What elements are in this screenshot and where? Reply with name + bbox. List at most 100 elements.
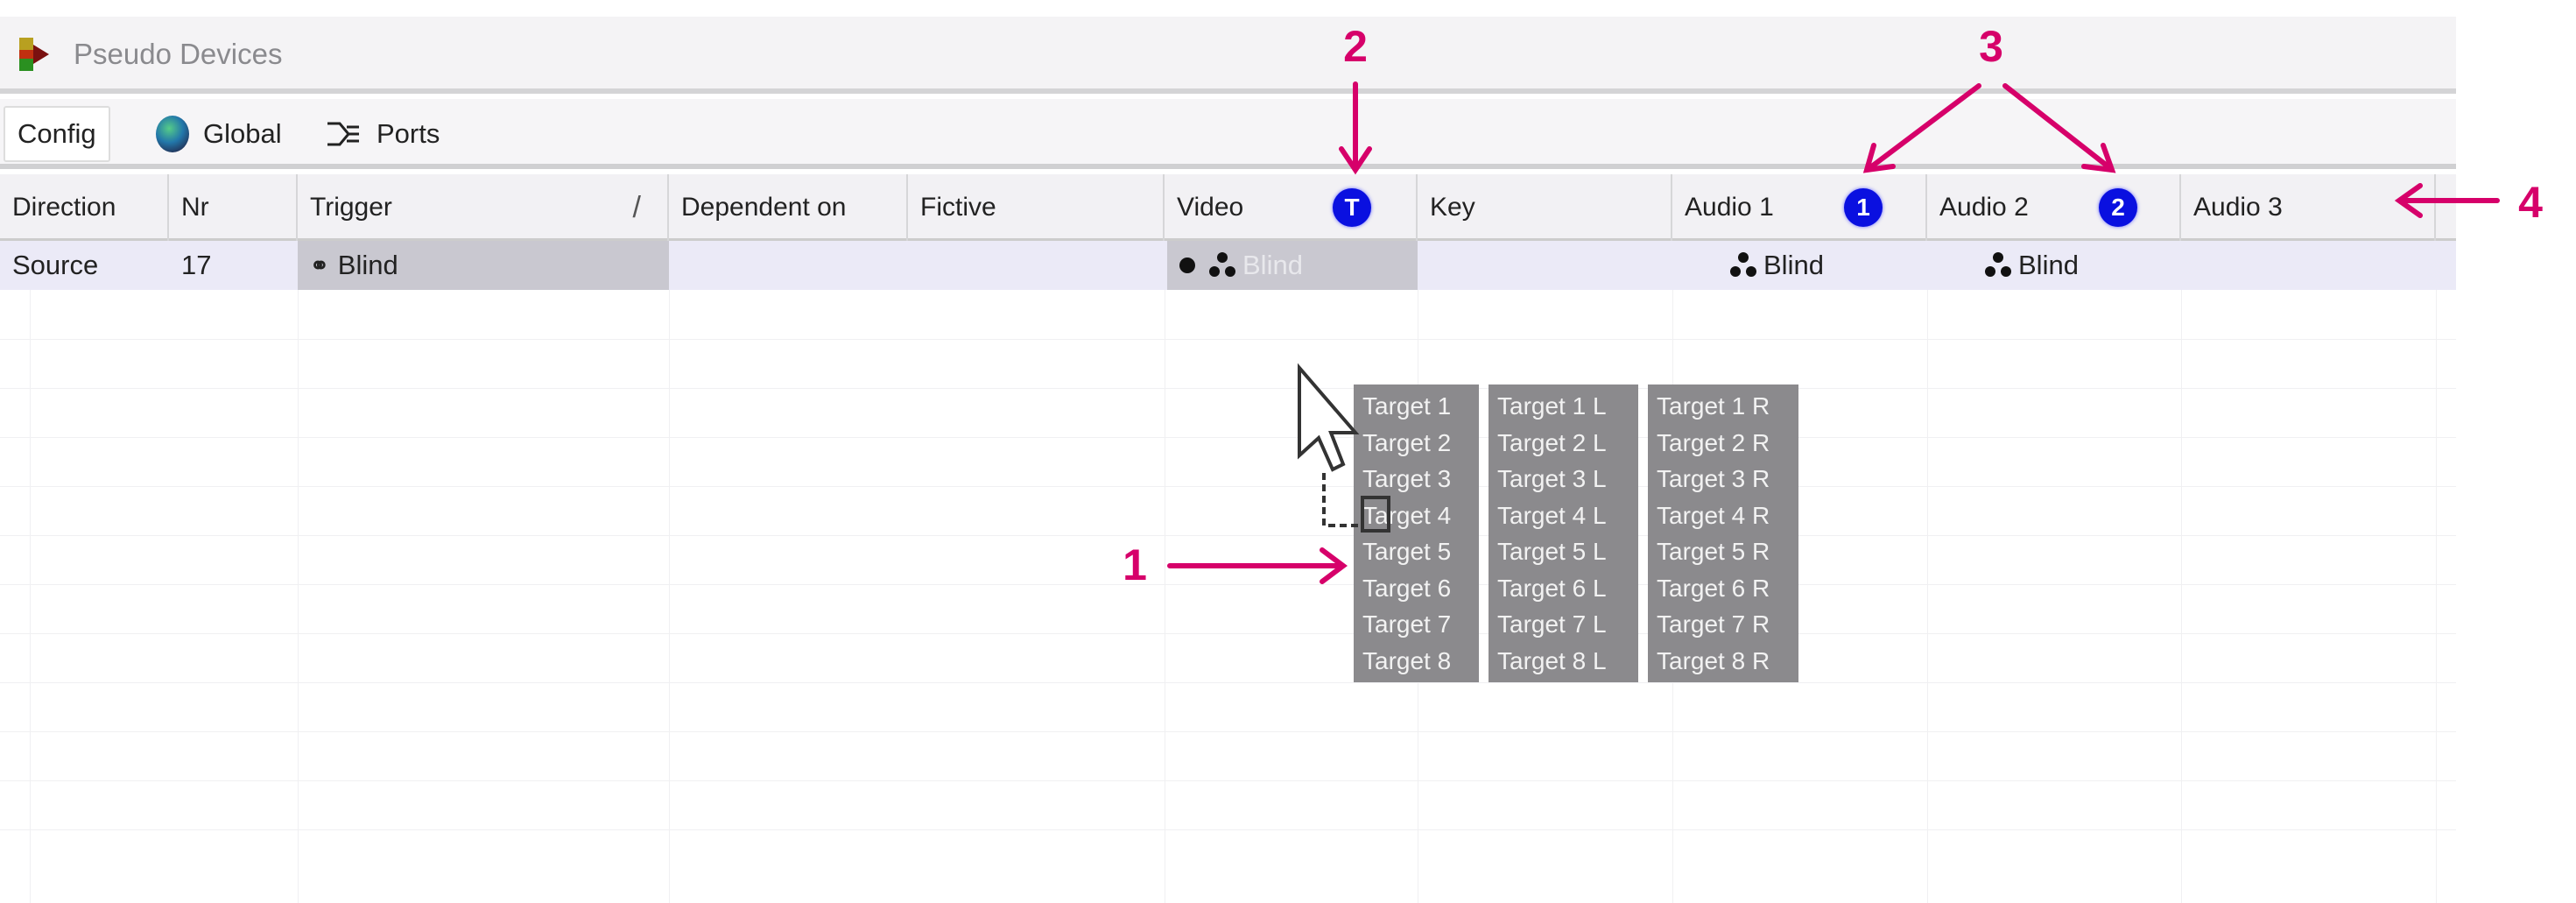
column-header-fictive[interactable]: Fictive: [908, 174, 1165, 241]
tab-config[interactable]: Config: [4, 106, 110, 162]
target-item[interactable]: Target 2 L: [1497, 428, 1607, 456]
triple-dot-icon: [1983, 250, 2013, 280]
target-item[interactable]: Target 5 L: [1497, 538, 1607, 565]
trigger-value: Blind: [337, 250, 398, 280]
audio-1-value: Blind: [1763, 250, 1824, 280]
tab-global[interactable]: Global: [156, 106, 282, 162]
target-item[interactable]: Target 4: [1362, 501, 1452, 529]
tab-bar: Config Global Ports: [0, 99, 2456, 169]
grid-header: Direction Nr Trigger / Dependent on Ficti…: [0, 174, 2456, 241]
triple-dot-icon: [1728, 250, 1758, 280]
column-header-audio-3[interactable]: Audio 3: [2181, 174, 2436, 241]
arrow-1: [1167, 547, 1348, 584]
cell-direction[interactable]: Source: [12, 250, 99, 280]
pseudo-devices-window: Pseudo Devices Config Global Ports Direc…: [0, 17, 2456, 903]
cell-trigger[interactable]: ⚭ Blind: [298, 241, 669, 290]
target-item[interactable]: Target 6 L: [1497, 574, 1607, 602]
column-header-video[interactable]: Video T: [1165, 174, 1418, 241]
target-item[interactable]: Target 1 L: [1497, 392, 1607, 420]
grid-line: [2181, 290, 2182, 903]
header-label: Nr: [181, 193, 209, 222]
title-bar: Pseudo Devices: [0, 17, 2456, 94]
link-icon: ⚭: [310, 251, 329, 279]
video-value: Blind: [1242, 250, 1303, 280]
target-item[interactable]: Target 2 R: [1657, 428, 1770, 456]
header-label: Audio 1: [1685, 193, 1774, 222]
target-item[interactable]: Target 4 L: [1497, 501, 1607, 529]
video-targets-list[interactable]: Target 1 Target 2 Target 3 Target 4 Target 5…: [1354, 384, 1479, 682]
target-item[interactable]: Target 3: [1362, 465, 1452, 492]
header-label: Audio 3: [2193, 193, 2283, 222]
header-label: Direction: [12, 193, 116, 222]
target-item[interactable]: Target 7 L: [1497, 610, 1607, 638]
header-label: Dependent on: [681, 193, 847, 222]
target-item[interactable]: Target 2: [1362, 428, 1452, 456]
target-item[interactable]: Target 8 R: [1657, 646, 1770, 674]
target-item[interactable]: Target 8: [1362, 646, 1452, 674]
tab-label: Ports: [377, 118, 440, 149]
target-item[interactable]: Target 8 L: [1497, 646, 1607, 674]
app-logo-icon: [19, 38, 49, 71]
header-label: Fictive: [920, 193, 996, 222]
header-label: Key: [1430, 193, 1475, 222]
annotation-label-3: 3: [1979, 22, 2003, 71]
cell-nr[interactable]: 17: [181, 250, 212, 280]
arrow-3a: [1862, 83, 1981, 173]
grid-line: [0, 339, 2456, 340]
tab-ports[interactable]: Ports: [324, 106, 440, 162]
audio-2-badge-icon: 2: [2099, 188, 2137, 227]
cell-video[interactable]: Blind: [1167, 241, 1418, 290]
tab-label: Config: [18, 118, 96, 149]
ports-icon: [327, 122, 359, 146]
annotation-label-2: 2: [1343, 22, 1368, 71]
arrow-4: [2394, 183, 2500, 218]
grid-line: [0, 486, 2456, 487]
column-header-audio-1[interactable]: Audio 1 1: [1672, 174, 1927, 241]
grid-line: [298, 290, 299, 903]
column-header-key[interactable]: Key: [1418, 174, 1672, 241]
left-targets-list[interactable]: Target 1 L Target 2 L Target 3 L Target 4 L…: [1489, 384, 1638, 682]
grid-line: [1927, 290, 1928, 903]
grid-line: [0, 388, 2456, 389]
audio-1-badge-icon: 1: [1844, 188, 1883, 227]
audio-2-value: Blind: [2018, 250, 2079, 280]
header-label: Trigger: [310, 193, 392, 222]
header-label: Audio 2: [1939, 193, 2029, 222]
target-item[interactable]: Target 6 R: [1657, 574, 1770, 602]
target-item[interactable]: Target 7 R: [1657, 610, 1770, 638]
target-item[interactable]: Target 1 R: [1657, 392, 1770, 420]
column-header-trigger[interactable]: Trigger /: [298, 174, 669, 241]
triple-dot-icon: [1207, 250, 1237, 280]
target-item[interactable]: Target 1: [1362, 392, 1452, 420]
grid-line: [0, 584, 2456, 585]
cell-audio-2[interactable]: Blind: [1971, 241, 2181, 290]
target-item[interactable]: Target 7: [1362, 610, 1452, 638]
column-header-audio-2[interactable]: Audio 2 2: [1927, 174, 2181, 241]
column-header-dependent-on[interactable]: Dependent on: [669, 174, 908, 241]
annotation-label-1: 1: [1123, 540, 1147, 589]
target-item[interactable]: Target 5: [1362, 538, 1452, 565]
right-targets-list[interactable]: Target 1 R Target 2 R Target 3 R Target 4 R…: [1648, 384, 1798, 682]
annotation-arrows: [1167, 81, 2500, 584]
column-header-nr[interactable]: Nr: [169, 174, 298, 241]
table-row[interactable]: Source 17 ⚭ Blind Blind Blind Blind: [0, 241, 2456, 290]
grid-line: [0, 535, 2456, 536]
video-badge-icon: T: [1333, 188, 1371, 227]
target-item[interactable]: Target 3 L: [1497, 465, 1607, 492]
target-item[interactable]: Target 5 R: [1657, 538, 1770, 565]
target-item[interactable]: Target 3 R: [1657, 465, 1770, 492]
globe-icon: [156, 116, 189, 152]
drag-cursor-icon: [1298, 363, 1390, 533]
column-header-direction[interactable]: Direction: [0, 174, 169, 241]
header-label: Video: [1177, 193, 1244, 222]
target-item[interactable]: Target 6: [1362, 574, 1452, 602]
devices-grid: Direction Nr Trigger / Dependent on Ficti…: [0, 174, 2456, 903]
sort-icon: /: [632, 190, 641, 224]
target-item[interactable]: Target 4 R: [1657, 501, 1770, 529]
grid-line: [30, 290, 31, 903]
cell-audio-1[interactable]: Blind: [1716, 241, 1927, 290]
arrow-3b: [2002, 83, 2116, 173]
arrow-2: [1339, 81, 1372, 175]
annotation-label-4: 4: [2518, 178, 2543, 227]
